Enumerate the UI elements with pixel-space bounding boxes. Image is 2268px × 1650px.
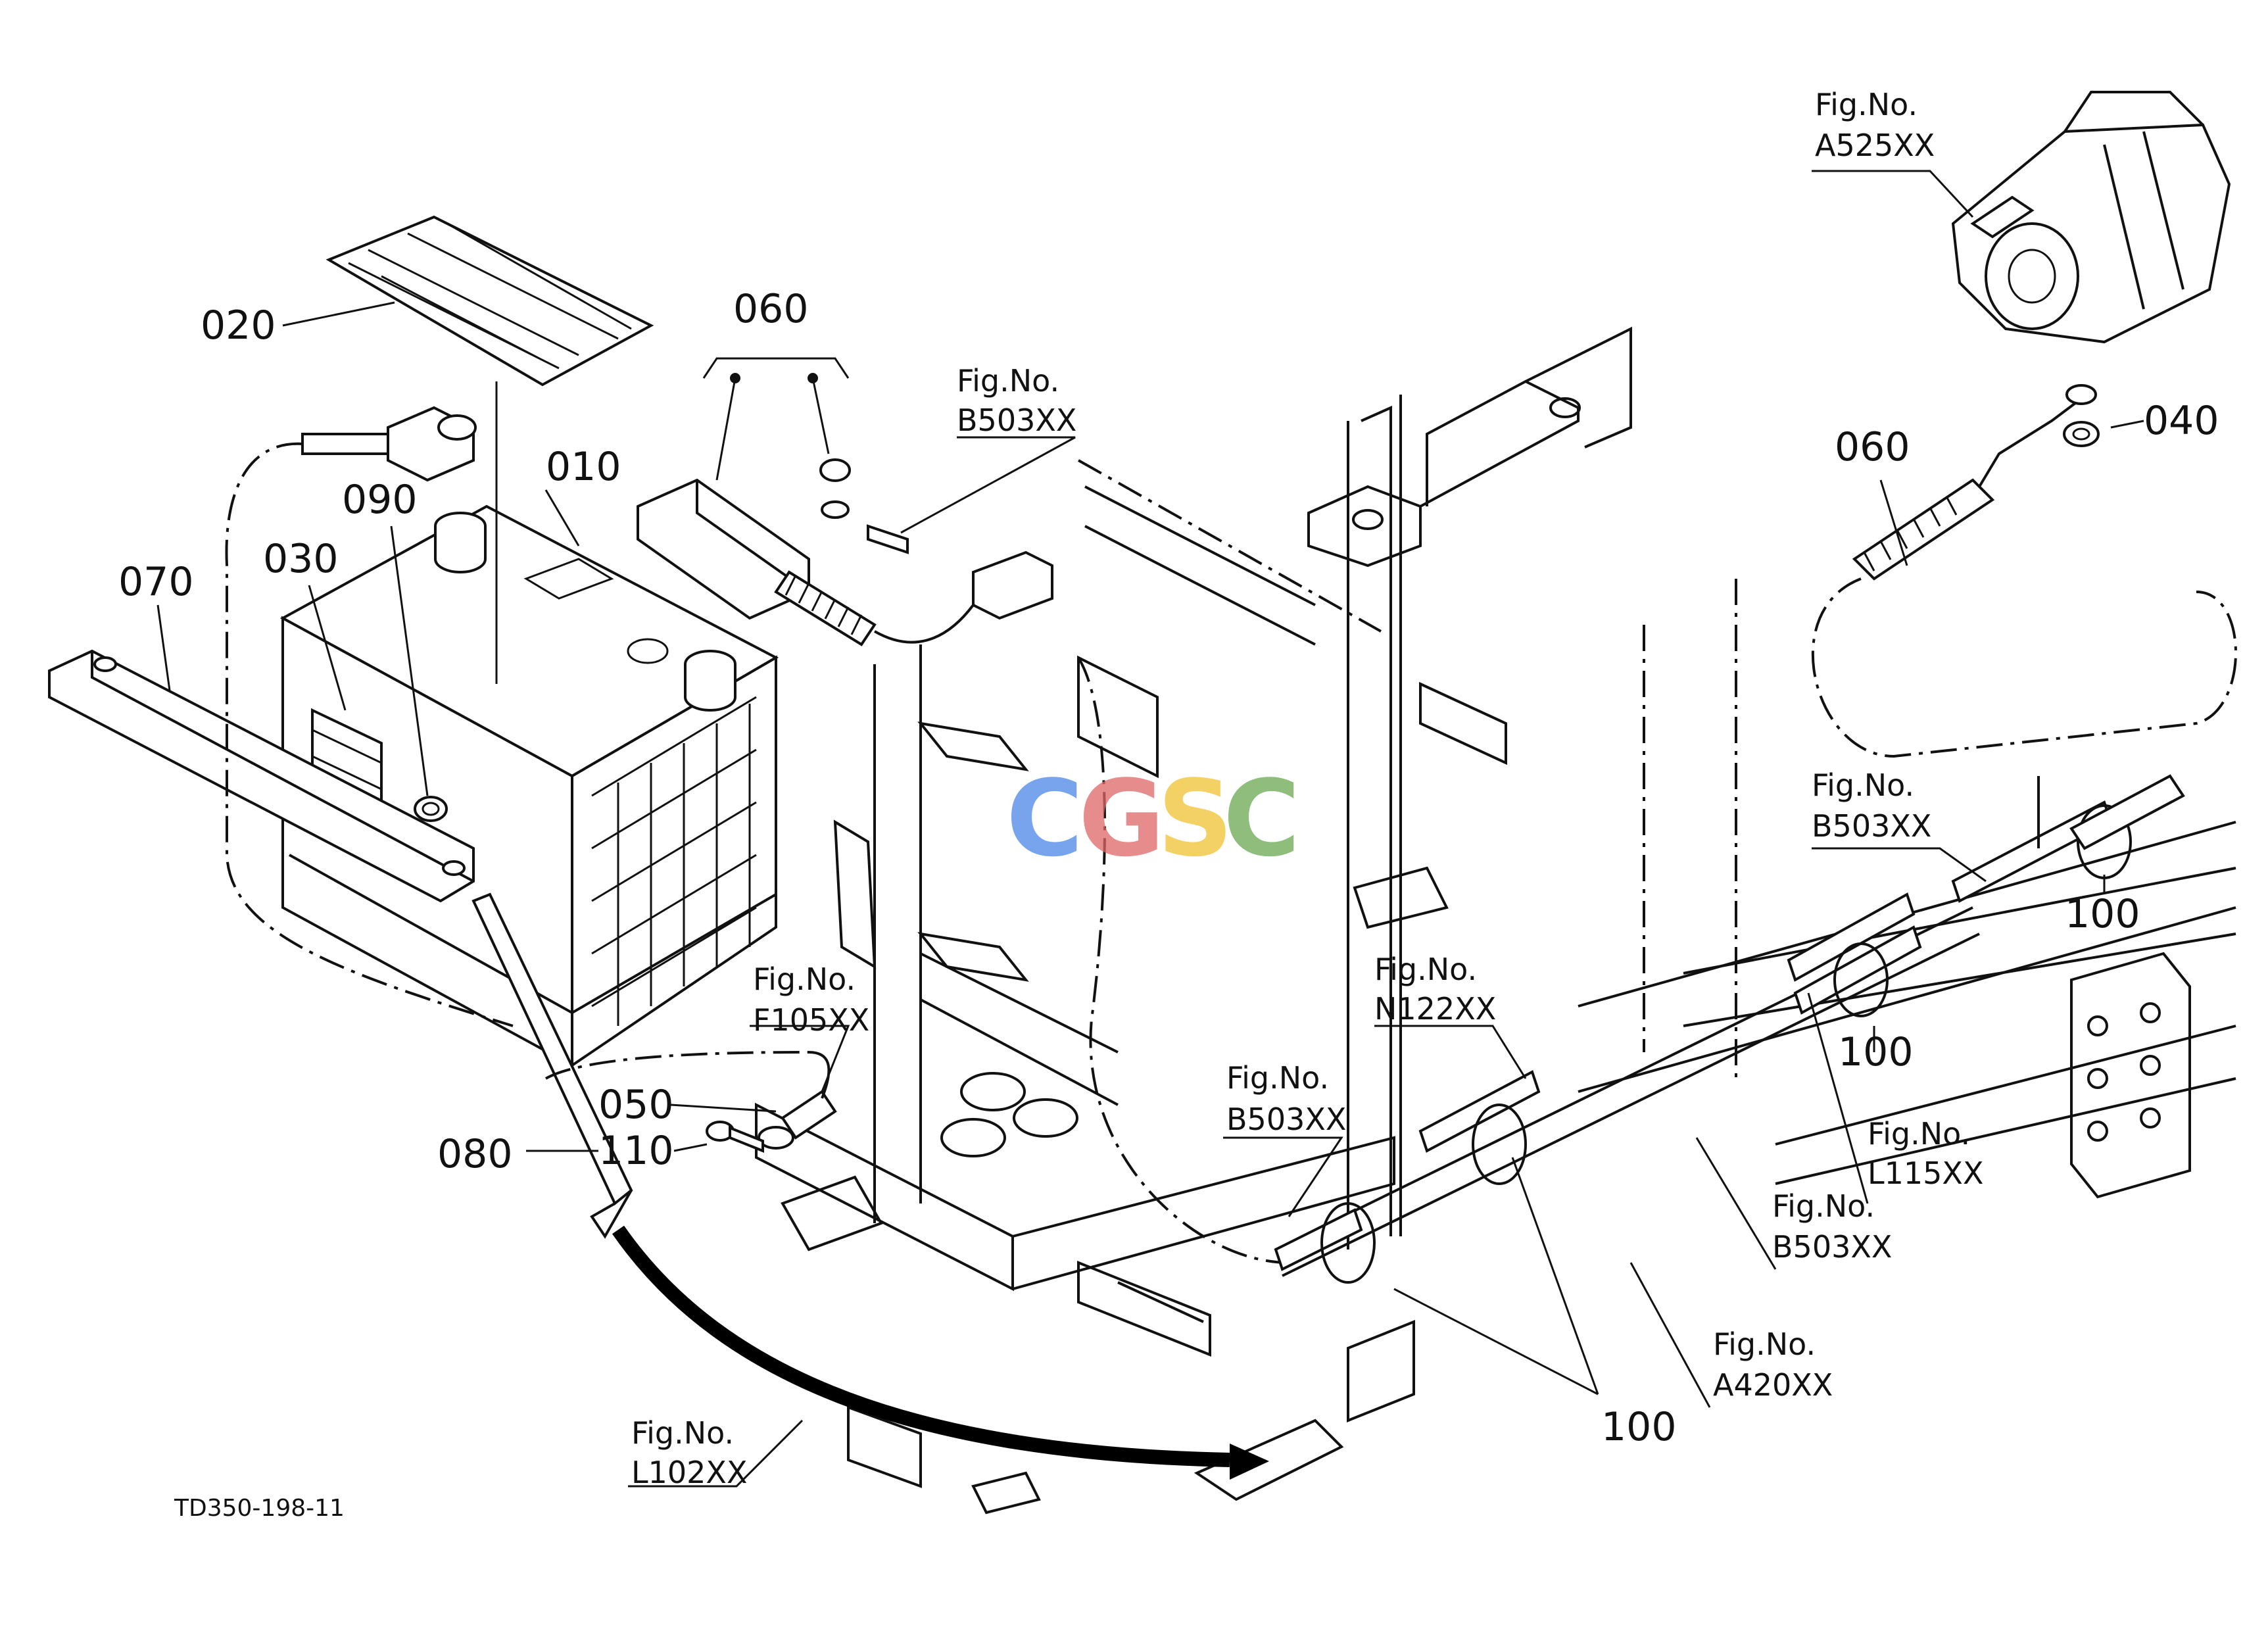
fig-ref-prefix: Fig.No. <box>1374 952 1477 987</box>
part-labels: 020 010 090 030 070 060 060 040 050 110 … <box>118 286 2219 1450</box>
fig-ref-prefix: Fig.No. <box>1815 87 1918 122</box>
part-label-100-c: 100 <box>1601 1404 1677 1450</box>
part-label-030: 030 <box>263 536 339 582</box>
part-label-040: 040 <box>2144 398 2219 444</box>
part-label-110: 110 <box>598 1128 674 1174</box>
fig-ref-code: B503XX <box>1226 1102 1346 1137</box>
starter-cable-060 <box>1811 384 2237 758</box>
arrow-head <box>1230 1444 1269 1480</box>
fig-ref-prefix: Fig.No. <box>957 363 1059 399</box>
watermark-letter-c2: C <box>1223 757 1300 880</box>
fig-ref-code: N122XX <box>1374 991 1496 1027</box>
fig-ref-code: B503XX <box>957 402 1076 438</box>
ground-cable-050 <box>545 1051 837 1150</box>
fig-ref-code: A525XX <box>1815 128 1935 163</box>
part-label-080: 080 <box>437 1131 513 1177</box>
fig-ref-code: L115XX <box>1868 1155 1983 1191</box>
harness-clamps-100 <box>1274 774 2185 1284</box>
watermark-letter-g: G <box>1078 757 1165 880</box>
part-label-070: 070 <box>118 559 194 605</box>
fig-ref-code: F105XX <box>753 1002 869 1038</box>
nut-090 <box>414 796 448 822</box>
part-label-010: 010 <box>546 444 621 490</box>
hold-down-bar-070 <box>48 649 475 903</box>
part-label-100-b: 100 <box>1838 1029 1914 1075</box>
figure-references: Fig.No. A525XX Fig.No. B503XX Fig.No. B5… <box>631 87 1983 1490</box>
leader-lines <box>157 170 2144 1488</box>
part-label-090: 090 <box>342 477 418 523</box>
watermark: C G S C <box>1006 757 1300 880</box>
fig-ref-prefix: Fig.No. <box>1226 1060 1329 1096</box>
bolt-110 <box>706 1121 764 1153</box>
watermark-letter-s: S <box>1157 757 1233 880</box>
part-label-060-top: 060 <box>733 286 809 332</box>
part-label-050: 050 <box>598 1082 674 1128</box>
battery-cover-sheet-020 <box>326 215 654 387</box>
fig-ref-code: B503XX <box>1772 1229 1892 1265</box>
fig-ref-prefix: Fig.No. <box>753 961 856 997</box>
fusible-link-060 <box>637 458 1053 646</box>
fig-ref-prefix: Fig.No. <box>1812 767 1914 803</box>
hold-down-rod-080 <box>471 892 633 1239</box>
drawing-code: TD350-198-11 <box>174 1495 345 1522</box>
chassis-frame <box>755 326 2236 1515</box>
part-label-020: 020 <box>201 303 276 349</box>
part-label-060-right: 060 <box>1835 424 1910 470</box>
part-label-100-a: 100 <box>2065 891 2140 937</box>
fig-ref-prefix: Fig.No. <box>1772 1188 1875 1224</box>
battery-cable-terminal <box>225 406 514 1027</box>
installation-arrow <box>612 1225 1230 1467</box>
fig-ref-code: L102XX <box>631 1455 747 1490</box>
fig-ref-code: A420XX <box>1713 1367 1833 1403</box>
starter-motor <box>1951 91 2231 344</box>
fig-ref-code: B503XX <box>1812 808 1931 844</box>
nut-040 <box>2063 421 2100 447</box>
watermark-letter-c1: C <box>1006 757 1083 880</box>
fig-ref-prefix: Fig.No. <box>1868 1116 1970 1152</box>
fig-ref-prefix: Fig.No. <box>631 1415 734 1451</box>
fig-ref-prefix: Fig.No. <box>1713 1326 1816 1362</box>
